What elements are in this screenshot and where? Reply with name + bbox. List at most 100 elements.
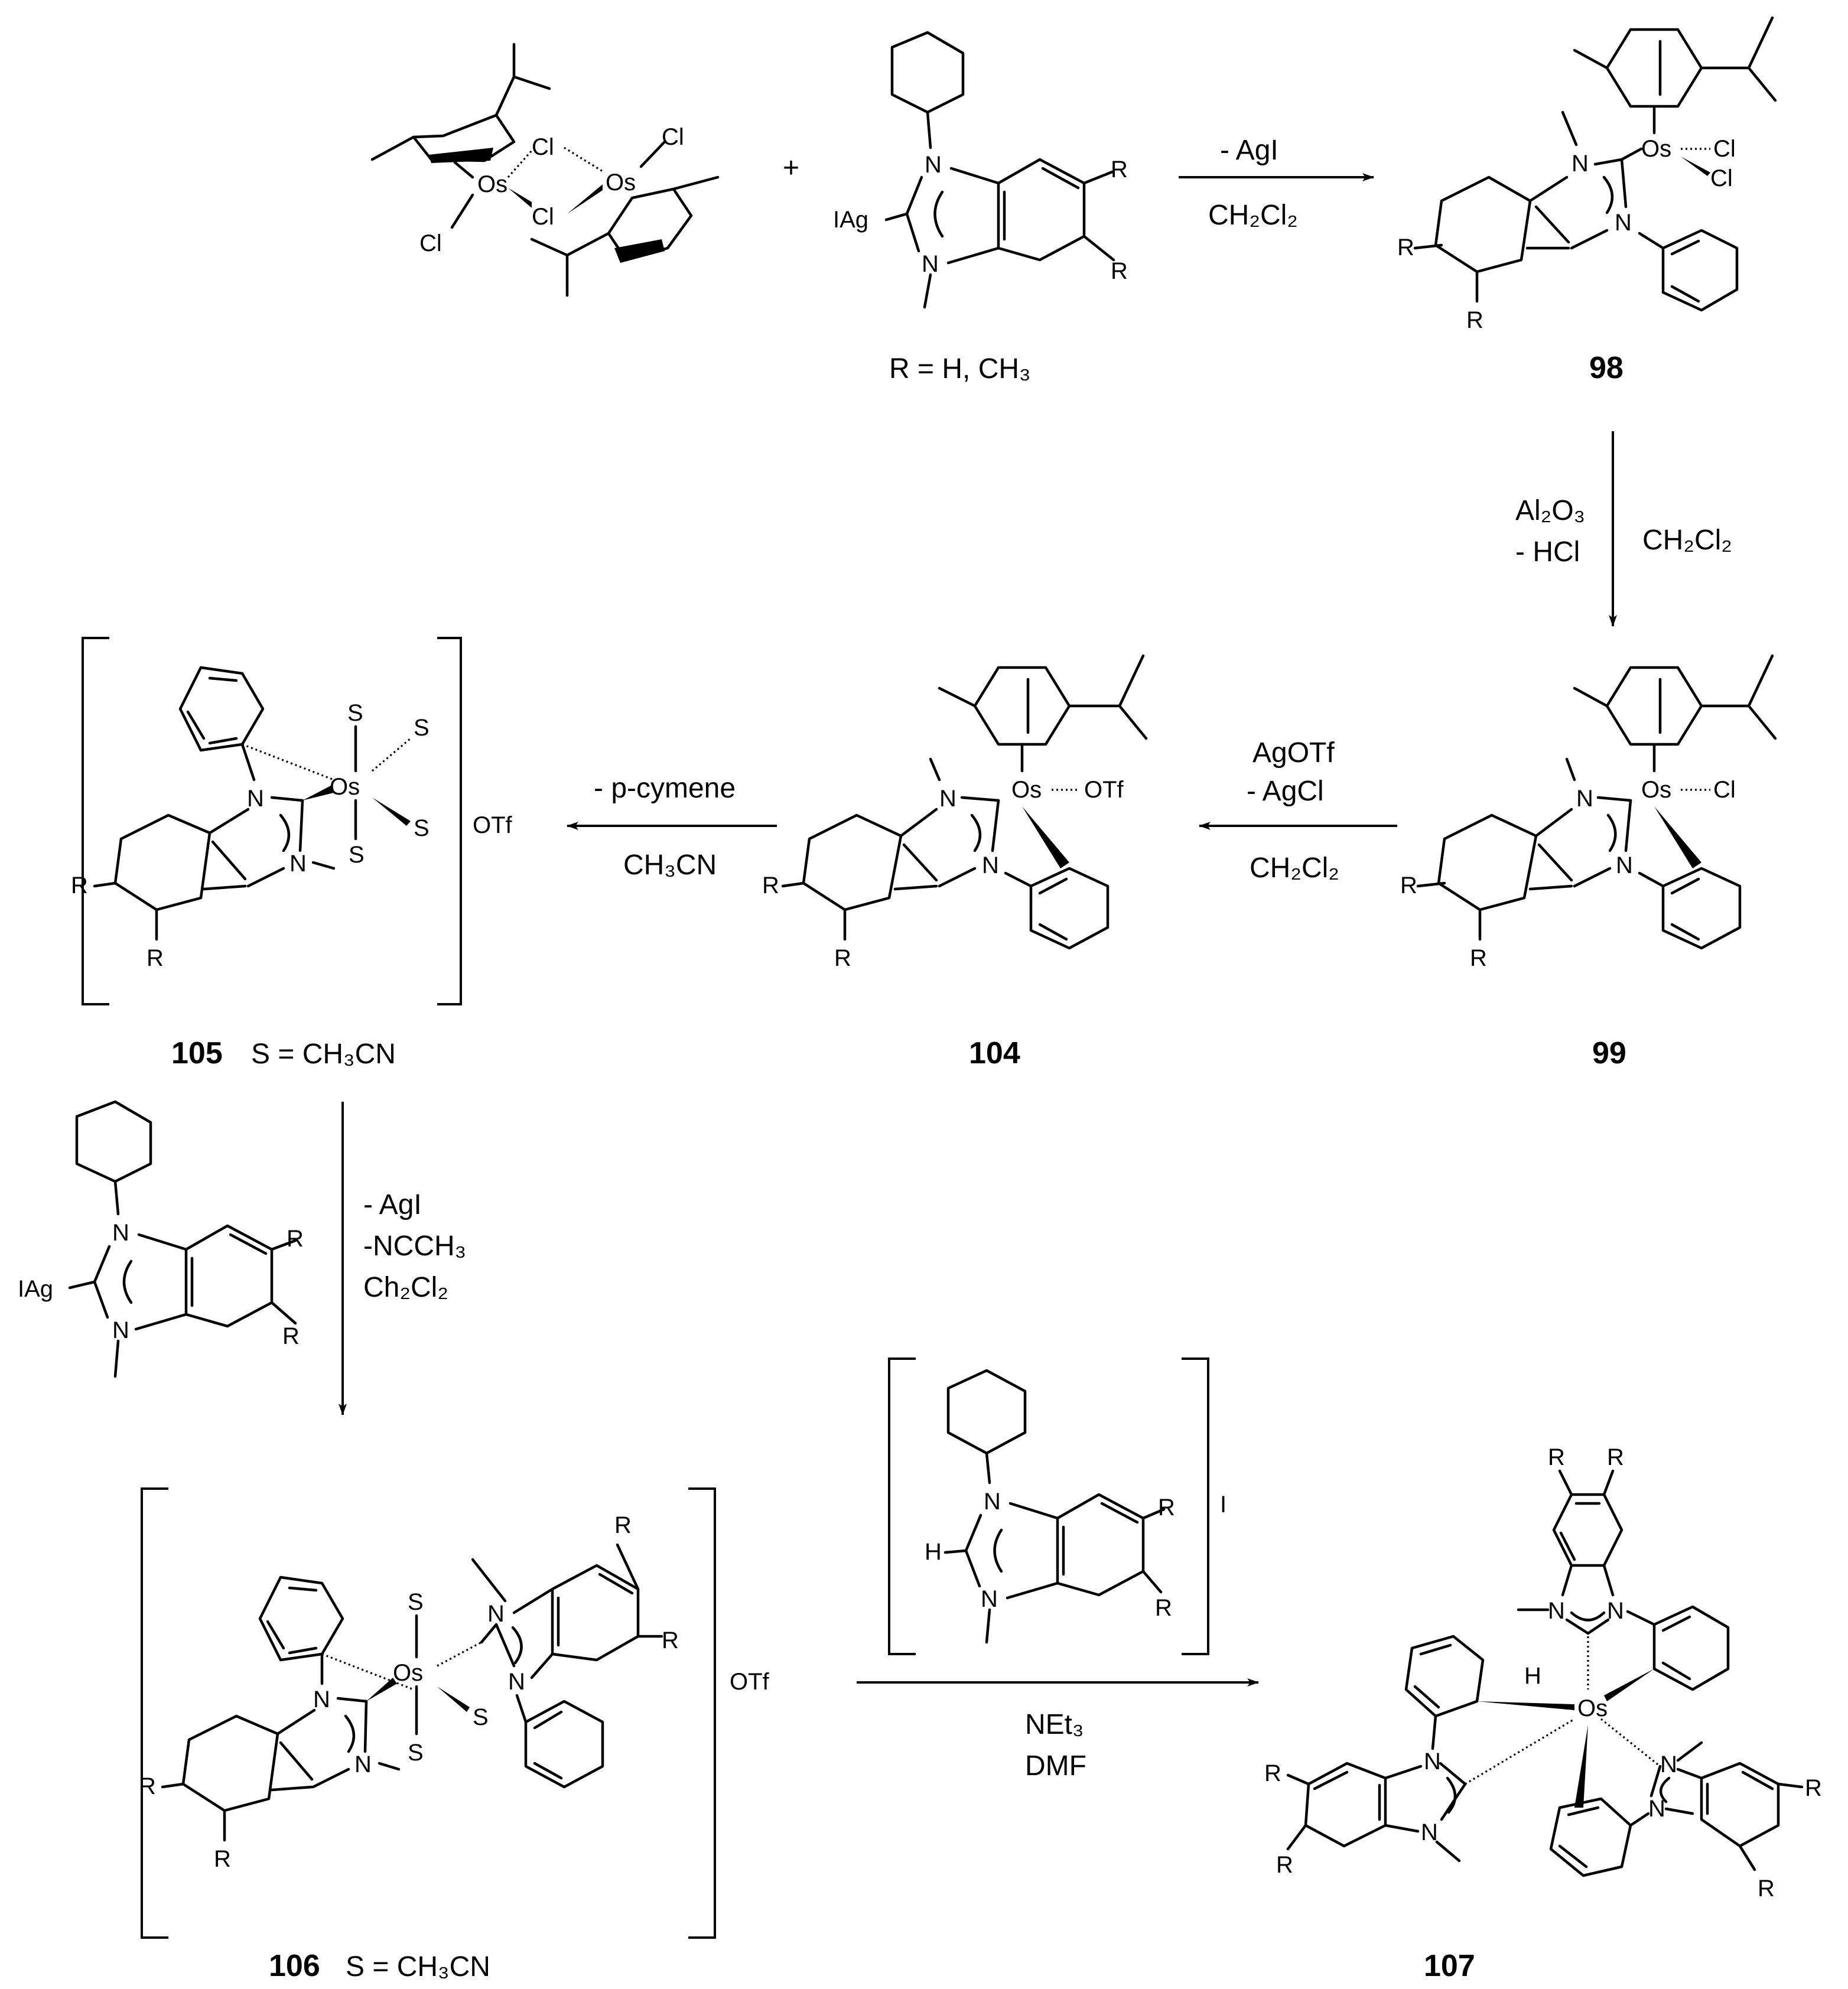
atom-r-1: R (1111, 157, 1128, 183)
atom-n-lower: N (981, 1586, 998, 1612)
atom-r-2: R (1111, 258, 1128, 284)
step3-solvent: CH₂Cl₂ (1250, 852, 1339, 884)
label-106: 106 (269, 1949, 320, 1983)
atom-s-bottom: S (408, 1740, 424, 1766)
step5-line-3: Ch₂Cl₂ (363, 1272, 448, 1303)
atom-n-2: N (1615, 210, 1632, 236)
atom-r-1: R (1397, 235, 1414, 261)
atom-r-1: R (762, 873, 779, 899)
atom-n-1: N (247, 786, 264, 812)
atom-n-lower: N (112, 1317, 129, 1343)
atom-n-upper: N (984, 1489, 1001, 1515)
atom-n-1: N (313, 1687, 330, 1713)
atom-n-3: N (1424, 1749, 1441, 1775)
atom-r-6: R (1758, 1876, 1775, 1902)
atom-iag: IAg (18, 1276, 53, 1302)
atom-n-2: N (1616, 852, 1633, 878)
atom-r-2: R (834, 945, 851, 971)
compound-98: Os Cl Cl N N R R (1397, 16, 1777, 333)
atom-n-2: N (354, 1752, 372, 1778)
atom-s-right: S (473, 1704, 489, 1730)
atom-n-1: N (1548, 1598, 1565, 1624)
label-99: 99 (1592, 1036, 1626, 1070)
atom-os-right: Os (606, 170, 636, 196)
atom-r-4: R (662, 1627, 679, 1653)
atom-n-1: N (1576, 786, 1593, 812)
plus-sign: + (783, 152, 799, 184)
atom-r-1: R (287, 1226, 304, 1252)
atom-n-2: N (982, 852, 999, 878)
atom-s-lower-right: S (414, 815, 430, 841)
atom-iag: IAg (833, 207, 868, 233)
compound-106: OTf Os S S S N N R R N N (139, 1487, 770, 1939)
step2-solvent: CH₂Cl₂ (1642, 525, 1732, 556)
atom-n-3: N (487, 1601, 505, 1627)
r-definition: R = H, CH₃ (889, 353, 1031, 385)
atom-r-2: R (1470, 945, 1487, 971)
atom-r-2: R (1607, 1444, 1624, 1470)
counterion-otf: OTf (473, 812, 513, 838)
step1-solvent: CH₂Cl₂ (1208, 200, 1298, 231)
step5-line-2: -NCCH₃ (363, 1230, 466, 1262)
atom-r-2: R (147, 945, 164, 971)
atom-r-2: R (282, 1323, 300, 1349)
atom-r-2: R (1466, 307, 1483, 333)
imidazolium-reagent: I N N H R R (888, 1358, 1226, 1655)
atom-n-upper: N (112, 1220, 129, 1246)
atom-os: Os (1577, 1695, 1608, 1721)
atom-r-2: R (214, 1846, 231, 1872)
compound-99: Os Cl N N R R (1400, 654, 1777, 971)
atom-cl-left: Cl (419, 230, 442, 256)
step3-byproduct: - AgCl (1247, 776, 1324, 807)
atom-cl: Cl (1713, 777, 1736, 803)
atom-h: H (1524, 1663, 1541, 1689)
atom-r-3: R (614, 1512, 632, 1538)
atom-cl-2: Cl (1710, 165, 1733, 191)
atom-os: Os (393, 1660, 423, 1686)
atom-cl-1: Cl (1713, 136, 1736, 162)
atom-r-1: R (139, 1773, 156, 1799)
atom-r-1: R (71, 873, 88, 899)
label-105: 105 (171, 1036, 223, 1070)
compound-104: Os OTf N N R R (762, 654, 1148, 971)
step4-reagent: - p-cymene (594, 773, 736, 804)
atom-os: Os (1011, 777, 1042, 803)
compound-105: OTf Os S S S S N N R R (71, 637, 513, 1005)
atom-n-2: N (289, 851, 307, 877)
atom-os: Os (330, 774, 360, 800)
atom-s-bottom: S (349, 842, 365, 868)
step2-reagent: Al₂O₃ (1515, 495, 1585, 526)
atom-n-4: N (1421, 1819, 1438, 1845)
counterion-iodide: I (1220, 1492, 1226, 1518)
ag-nhc-reagent-top: N N IAg R R (833, 31, 1128, 309)
atom-cl-right: Cl (662, 124, 684, 150)
atom-r-2: R (1155, 1595, 1172, 1621)
atom-os: Os (1641, 136, 1671, 162)
note-105: S = CH₃CN (251, 1039, 396, 1070)
note-106: S = CH₃CN (346, 1951, 490, 1983)
atom-r-4: R (1276, 1852, 1293, 1878)
atom-n-1: N (1572, 151, 1589, 177)
step5-line-1: - AgI (363, 1189, 422, 1220)
atom-n-upper: N (925, 152, 942, 178)
compound-107: R R N N H Os N N (1264, 1444, 1822, 1902)
counterion-otf: OTf (730, 1669, 770, 1695)
atom-n-4: N (508, 1669, 525, 1695)
atom-s-top: S (408, 1589, 424, 1615)
atom-n-1: N (939, 786, 956, 812)
label-104: 104 (969, 1036, 1020, 1070)
atom-r-5: R (1805, 1775, 1822, 1801)
atom-otf: OTf (1084, 777, 1124, 803)
atom-os: Os (1641, 777, 1671, 803)
step6-solvent: DMF (1025, 1750, 1086, 1782)
label-107: 107 (1424, 1949, 1475, 1983)
atom-r-1: R (1400, 873, 1417, 899)
atom-n-2: N (1607, 1598, 1624, 1624)
atom-r-3: R (1264, 1760, 1281, 1786)
atom-s-upper-right: S (414, 715, 430, 741)
step4-solvent: CH₃CN (623, 849, 717, 881)
step3-reagent: AgOTf (1252, 737, 1335, 769)
atom-h: H (925, 1539, 942, 1565)
step6-base: NEt₃ (1025, 1709, 1084, 1740)
